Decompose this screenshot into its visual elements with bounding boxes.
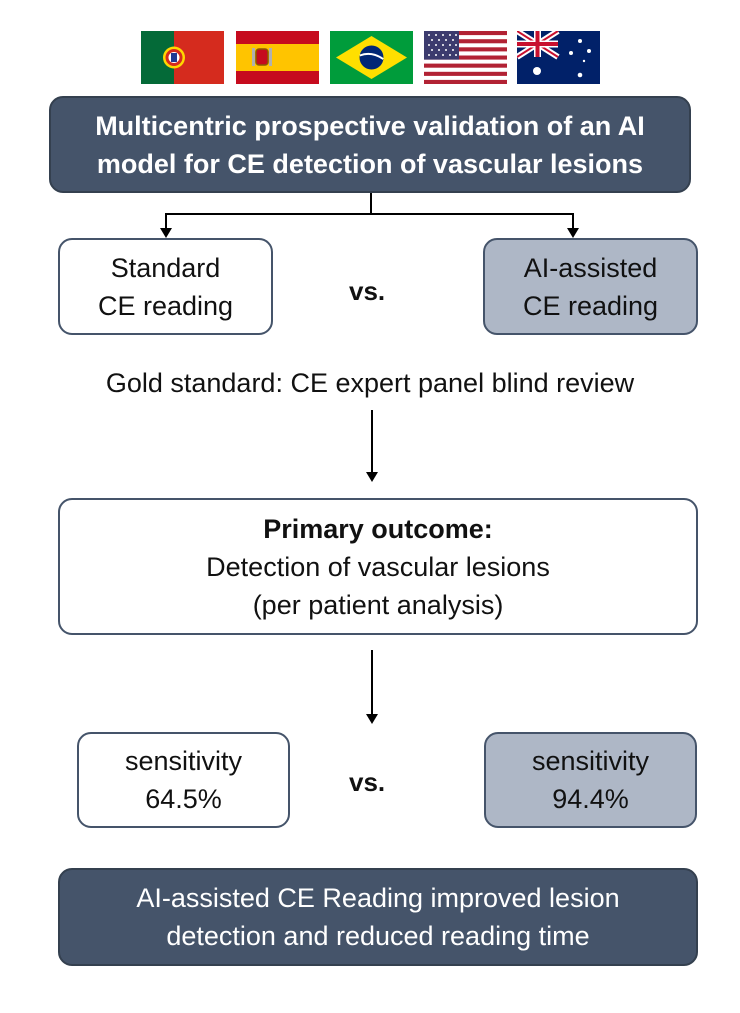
arrow-down-icon [567, 228, 579, 238]
primary-outcome-line-1: Detection of vascular lesions [206, 551, 550, 582]
ai-sensitivity-label: sensitivity [531, 746, 650, 776]
standard-sensitivity-label: sensitivity [124, 746, 243, 776]
title-box: Multicentric prospective validation of a… [49, 96, 691, 193]
ai-sensitivity-value: 94.4% [552, 784, 629, 814]
gold-standard-text: Gold standard: CE expert panel blind rev… [105, 368, 635, 398]
australia-flag-icon [517, 31, 600, 84]
standard-reading-line-2: CE reading [97, 290, 234, 321]
usa-flag-icon [424, 31, 507, 84]
vs-label: vs. [349, 276, 386, 306]
arrow-down-icon [160, 228, 172, 238]
connector-line [371, 650, 373, 718]
primary-outcome-box: Primary outcome: Detection of vascular l… [58, 498, 698, 635]
standard-sensitivity-value: 64.5% [145, 784, 222, 814]
conclusion-box: AI-assisted CE Reading improved lesion d… [58, 868, 698, 966]
arrow-down-icon [366, 714, 378, 724]
ai-assisted-reading-line-2: CE reading [522, 290, 659, 321]
connector-line [370, 193, 372, 214]
connector-line [572, 213, 574, 231]
title-line-2: model for CE detection of vascular lesio… [96, 148, 644, 179]
primary-outcome-title: Primary outcome: [263, 513, 493, 544]
brazil-flag-icon [330, 31, 413, 84]
conclusion-line-1: AI-assisted CE Reading improved lesion [136, 883, 620, 913]
connector-line [165, 213, 573, 215]
ai-sensitivity-box: sensitivity 94.4% [484, 732, 697, 828]
standard-reading-box: Standard CE reading [58, 238, 273, 335]
title-line-1: Multicentric prospective validation of a… [95, 110, 645, 141]
primary-outcome-line-2: (per patient analysis) [252, 589, 504, 620]
standard-reading-line-1: Standard [110, 252, 221, 283]
spain-flag-icon [236, 31, 319, 84]
portugal-flag-icon [141, 31, 224, 84]
conclusion-line-2: detection and reduced reading time [166, 921, 590, 951]
ai-assisted-reading-box: AI-assisted CE reading [483, 238, 698, 335]
connector-line [165, 213, 167, 231]
standard-sensitivity-box: sensitivity 64.5% [77, 732, 290, 828]
ai-assisted-reading-line-1: AI-assisted [523, 252, 658, 283]
connector-line [371, 410, 373, 476]
vs-label: vs. [349, 767, 386, 797]
arrow-down-icon [366, 472, 378, 482]
